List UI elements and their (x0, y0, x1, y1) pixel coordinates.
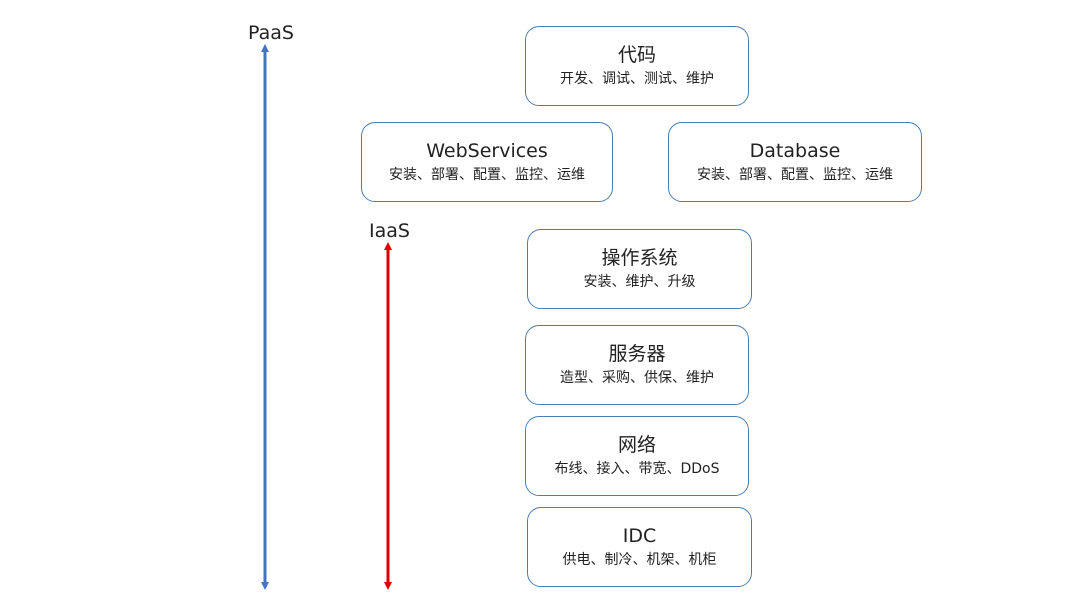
layer-os-tasks: 安装、维护、升级 (583, 274, 696, 290)
layer-network-tasks: 布线、接入、带宽、DDoS (554, 461, 720, 477)
layer-database: Database 安装、部署、配置、监控、运维 (668, 122, 922, 202)
layer-network-title: 网络 (617, 434, 656, 456)
layer-idc-title: IDC (622, 525, 657, 547)
layer-webservices-tasks: 安装、部署、配置、监控、运维 (389, 167, 585, 183)
iaas-label: IaaS (369, 220, 410, 242)
layer-server-tasks: 造型、采购、供保、维护 (560, 370, 714, 386)
layer-code: 代码 开发、调试、测试、维护 (525, 26, 749, 106)
layer-database-title: Database (749, 140, 841, 162)
layer-server-title: 服务器 (608, 343, 666, 365)
layer-webservices-title: WebServices (426, 140, 548, 162)
layer-os-title: 操作系统 (601, 247, 678, 269)
layer-idc: IDC 供电、制冷、机架、机柜 (527, 507, 752, 587)
layer-webservices: WebServices 安装、部署、配置、监控、运维 (361, 122, 613, 202)
layer-database-tasks: 安装、部署、配置、监控、运维 (697, 167, 893, 183)
layer-code-title: 代码 (617, 44, 656, 66)
layer-os: 操作系统 安装、维护、升级 (527, 229, 752, 309)
paas-label: PaaS (248, 22, 294, 44)
layer-server: 服务器 造型、采购、供保、维护 (525, 325, 749, 405)
layer-network: 网络 布线、接入、带宽、DDoS (525, 416, 749, 496)
layer-code-tasks: 开发、调试、测试、维护 (560, 71, 714, 87)
layer-idc-tasks: 供电、制冷、机架、机柜 (562, 552, 717, 568)
